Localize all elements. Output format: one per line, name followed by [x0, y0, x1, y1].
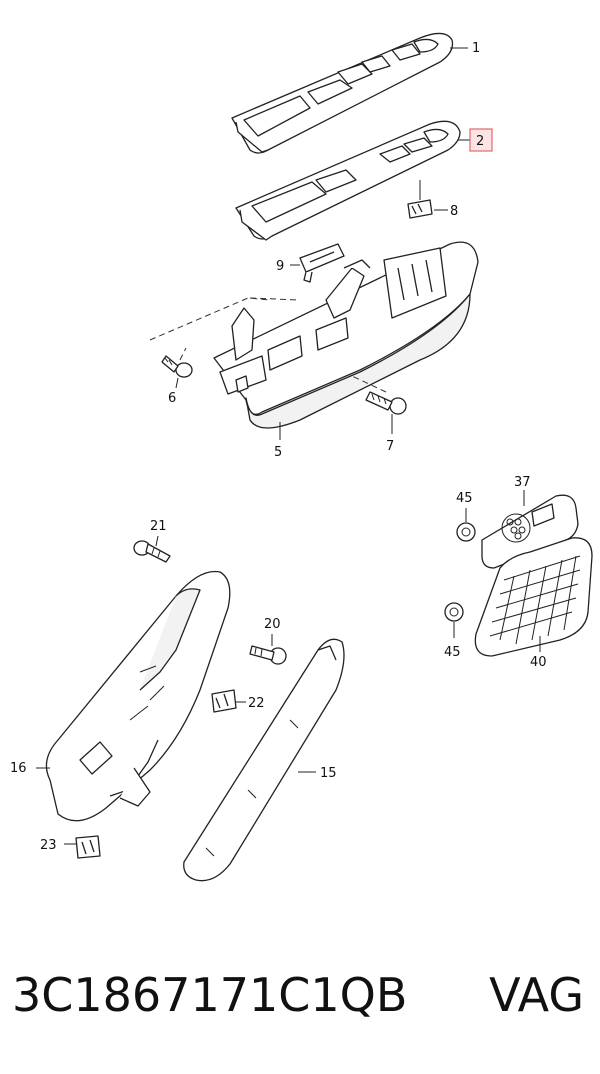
part-21-screw — [133, 540, 171, 563]
callout-8: 8 — [450, 204, 458, 219]
part-7-screw — [365, 391, 407, 415]
part-number-footer: 3C1867171C1QB VAG — [0, 960, 600, 1030]
callout-5: 5 — [274, 445, 282, 460]
part-8-clip — [407, 180, 433, 219]
part-6-screw — [161, 355, 193, 378]
callout-45-lower: 45 — [444, 645, 461, 660]
callout-37: 37 — [514, 475, 531, 490]
highlight-box-2 — [469, 128, 493, 152]
part-37-switch-surround — [481, 494, 579, 569]
part-45-clip-upper — [456, 522, 476, 542]
callout-2: 2 — [476, 134, 484, 149]
callout-6: 6 — [168, 391, 176, 406]
callout-9: 9 — [276, 259, 284, 274]
part-23-clip — [75, 835, 101, 859]
part-20-screw — [249, 645, 287, 665]
callout-21: 21 — [150, 519, 167, 534]
part-22-clip — [211, 689, 237, 713]
callout-45-upper: 45 — [456, 491, 473, 506]
callout-7: 7 — [386, 439, 394, 454]
part-40-speaker-grille — [474, 537, 593, 657]
callout-22: 22 — [248, 696, 265, 711]
callout-20: 20 — [264, 617, 281, 632]
callout-16: 16 — [10, 761, 27, 776]
part-15-trim-strip — [183, 638, 345, 882]
part-number-text: 3C1867171C1QB — [12, 968, 408, 1022]
part-16-grab-handle — [45, 570, 231, 822]
part-5-carrier — [213, 241, 479, 429]
callout-15: 15 — [320, 766, 337, 781]
callout-23: 23 — [40, 838, 57, 853]
part-45-clip-lower — [444, 602, 464, 622]
brand-text: VAG — [489, 968, 584, 1022]
part-1-switch-bezel — [231, 32, 454, 154]
part-9-bracket — [299, 243, 345, 283]
callout-40: 40 — [530, 655, 547, 670]
part-2-switch-bezel — [235, 120, 461, 241]
callout-1: 1 — [472, 41, 480, 56]
